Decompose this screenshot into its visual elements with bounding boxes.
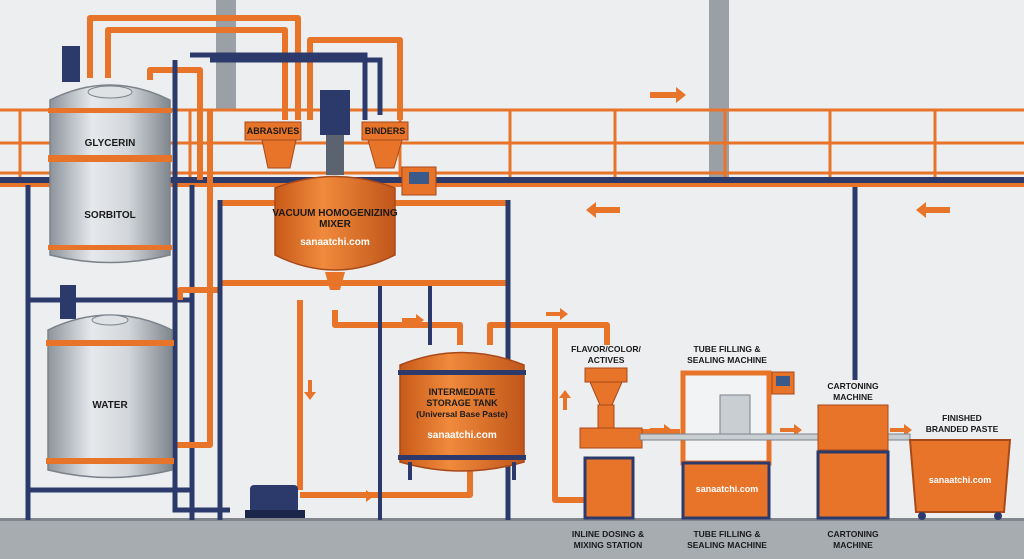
inline-dosing-station — [579, 367, 643, 520]
binders-label: BINDERS — [365, 126, 406, 136]
filling-bottom-line2: SEALING MACHINE — [687, 540, 767, 550]
conveyor — [639, 433, 911, 441]
flow-arrows-catwalk — [586, 87, 950, 218]
vacuum-homogenizing-mixer — [274, 90, 437, 290]
dosing-top-line2: ACTIVES — [588, 355, 625, 365]
cartoning-bottom-line1: CARTONING — [827, 529, 879, 539]
tank-frame — [25, 185, 195, 520]
filling-top-line2: SEALING MACHINE — [687, 355, 767, 365]
intermediate-storage-tank — [398, 351, 526, 480]
mixer-label-line2: MIXER — [319, 219, 351, 230]
storage-label-line2: STORAGE TANK — [426, 398, 498, 408]
water-label: WATER — [92, 400, 128, 411]
dosing-bottom-line2: MIXING STATION — [574, 540, 643, 550]
filling-watermark: sanaatchi.com — [696, 484, 759, 494]
glycerin-sorbitol-tank — [48, 46, 172, 264]
finished-label-line2: BRANDED PASTE — [926, 424, 999, 434]
dosing-bottom-line1: INLINE DOSING & — [572, 529, 644, 539]
dosing-top-line1: FLAVOR/COLOR/ — [571, 344, 641, 354]
cartoning-machine — [816, 404, 890, 520]
agitator-motor — [62, 46, 80, 82]
mixer-motor — [320, 90, 350, 135]
tube-filling-machine — [680, 370, 795, 520]
storage-watermark: sanaatchi.com — [427, 430, 497, 441]
navy-piping — [172, 52, 858, 513]
finished-label-line1: FINISHED — [942, 413, 982, 423]
transfer-pump — [245, 485, 305, 518]
catwalk-deck-edge — [0, 183, 1024, 187]
binders-hopper — [361, 121, 409, 169]
finished-paste-bin — [908, 439, 1012, 520]
cartoning-top-line1: CARTONING — [827, 381, 879, 391]
storage-label-line3: (Universal Base Paste) — [416, 409, 508, 419]
cartoning-top-line2: MACHINE — [833, 392, 873, 402]
abrasives-label: ABRASIVES — [247, 126, 300, 136]
mixer-label-line1: VACUUM HOMOGENIZING — [272, 208, 398, 219]
storage-label-line1: INTERMEDIATE — [429, 387, 496, 397]
sorbitol-label: SORBITOL — [84, 210, 135, 221]
filling-top-line1: TUBE FILLING & — [693, 344, 760, 354]
finished-watermark: sanaatchi.com — [929, 475, 992, 485]
floor — [0, 520, 1024, 559]
cartoning-bottom-line2: MACHINE — [833, 540, 873, 550]
glycerin-label: GLYCERIN — [85, 138, 136, 149]
mixer-watermark: sanaatchi.com — [300, 237, 370, 248]
orange-piping — [87, 15, 680, 503]
abrasives-hopper — [244, 121, 302, 169]
floor-edge — [0, 518, 1024, 521]
catwalk-deck — [0, 177, 1024, 183]
filling-bottom-line1: TUBE FILLING & — [693, 529, 760, 539]
agitator-motor — [60, 285, 76, 319]
water-tank — [46, 285, 174, 479]
flow-arrows-pipes — [304, 308, 912, 502]
